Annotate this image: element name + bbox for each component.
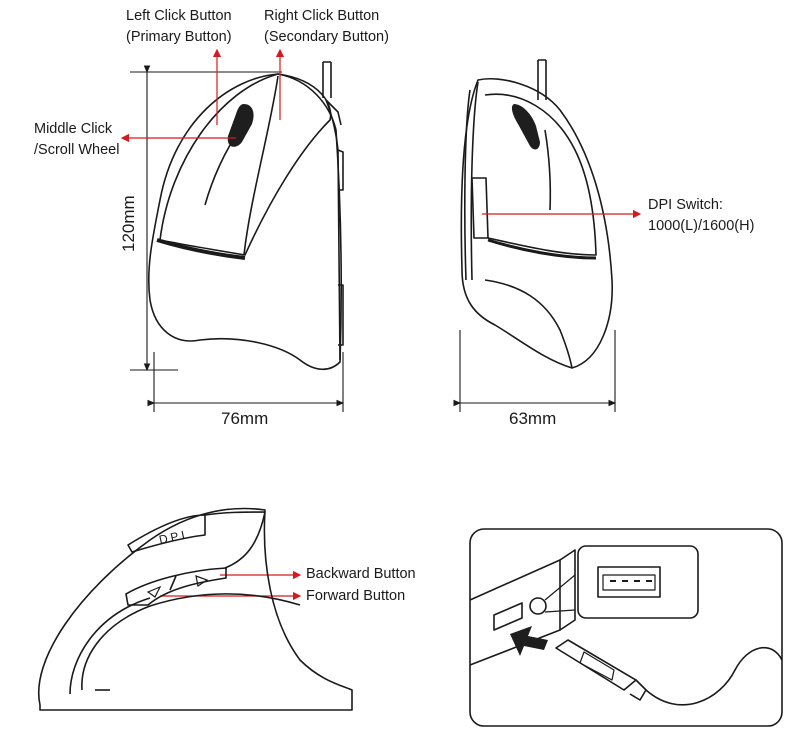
right-click-label-line1: Right Click Button <box>264 8 380 24</box>
pc-usb-slot <box>493 602 523 631</box>
front-button-divider <box>243 75 279 256</box>
front-cable <box>322 61 332 98</box>
side-dimensions <box>453 330 617 412</box>
left-click-label-line2: (Primary Button) <box>126 29 232 45</box>
usb-port-callout <box>577 545 699 619</box>
backward-button-label: Backward Button <box>306 566 416 582</box>
front-side-button-bottom <box>338 284 344 346</box>
front-width-dimension-label: 76mm <box>221 409 269 428</box>
thumb-top-curve <box>204 511 266 569</box>
middle-click-label-line2: /Scroll Wheel <box>34 142 120 158</box>
side-shell-edge <box>487 238 597 260</box>
side-body <box>460 78 613 369</box>
front-shell-edge <box>156 238 246 260</box>
thumb-rest-curve <box>81 593 301 691</box>
left-click-label-line1: Left Click Button <box>126 8 232 24</box>
pc-panel <box>469 559 561 666</box>
front-side-top <box>325 99 342 126</box>
side-buttons-divider <box>169 575 177 591</box>
usb-plug-icon <box>555 639 637 691</box>
usb-cable <box>645 646 783 706</box>
triangle-left-icon <box>146 585 162 598</box>
side-shell <box>484 93 597 256</box>
height-dimension-label: 120mm <box>119 195 138 252</box>
side-scroll-wheel <box>511 104 540 150</box>
dpi-switch-label-line1: DPI Switch: <box>648 197 723 213</box>
usb-inset-frame <box>469 528 783 727</box>
side-groove <box>544 129 552 211</box>
front-dimensions <box>130 65 345 412</box>
middle-click-label-line1: Middle Click <box>34 121 113 137</box>
front-scroll-wheel <box>227 104 254 147</box>
insert-arrow-icon <box>510 626 548 656</box>
side-cable <box>537 59 547 100</box>
side-view <box>460 59 613 369</box>
right-click-label-line2: (Secondary Button) <box>264 29 389 45</box>
pc-panel-edge <box>559 549 576 631</box>
thumb-body <box>37 507 353 711</box>
pc-port-ring <box>529 597 547 615</box>
side-width-dimension-label: 63mm <box>509 409 557 428</box>
triangle-right-icon <box>195 575 209 587</box>
front-shell <box>159 73 332 256</box>
side-dpi-switch <box>471 177 489 239</box>
thumb-view <box>37 507 353 711</box>
dpi-switch-label-line2: 1000(L)/1600(H) <box>648 218 755 234</box>
side-thumb-curve <box>484 279 573 369</box>
front-side-button-top <box>337 149 344 191</box>
front-view <box>147 61 344 371</box>
forward-button-label: Forward Button <box>306 588 406 604</box>
front-side-edge <box>325 99 341 361</box>
dpi-badge-shape <box>127 514 206 553</box>
usb-inset <box>469 528 783 727</box>
callout-arrows <box>120 48 642 601</box>
side-buttons-shape <box>125 567 227 606</box>
usb-port-icon <box>597 566 661 598</box>
side-front-edge <box>470 81 479 281</box>
side-front-edge-2 <box>464 89 471 281</box>
thumb-rest-curve-2 <box>69 597 151 695</box>
dpi-badge-text: DPI <box>158 527 189 547</box>
